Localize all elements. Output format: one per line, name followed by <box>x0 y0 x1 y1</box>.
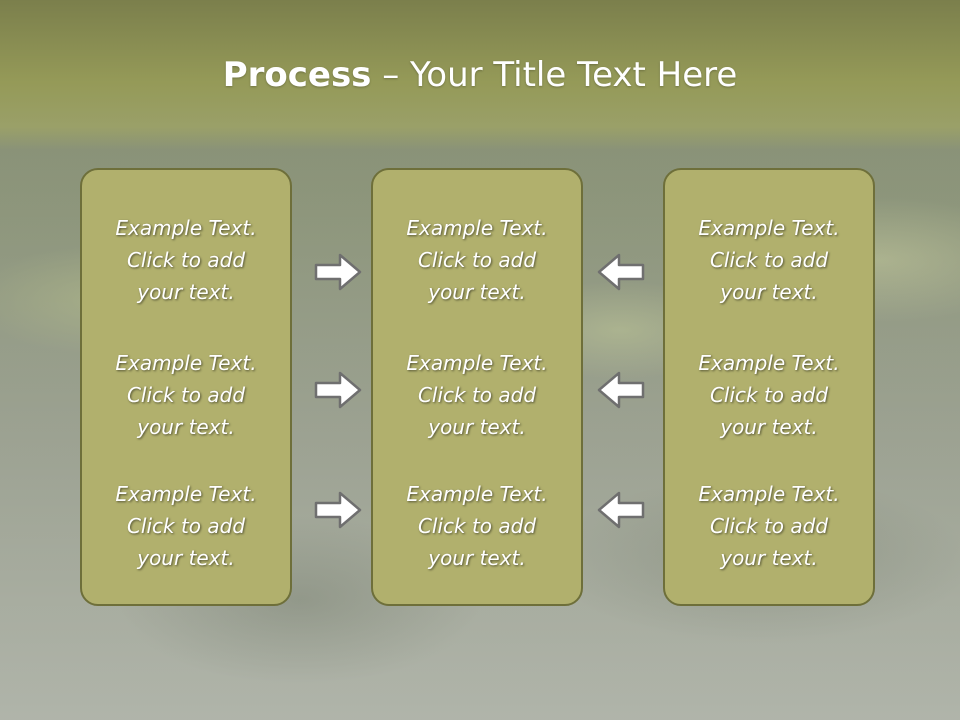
arrow-left-icon <box>597 253 645 291</box>
title-rest: – Your Title Text Here <box>371 55 738 95</box>
text-placeholder[interactable]: Example Text. Click to add your text. <box>406 351 548 439</box>
text-placeholder[interactable]: Example Text. Click to add your text. <box>406 216 548 304</box>
text-placeholder[interactable]: Example Text. Click to add your text. <box>698 482 840 570</box>
text-placeholder[interactable]: Example Text. Click to add your text. <box>115 351 257 439</box>
title-band <box>0 0 960 150</box>
text-placeholder[interactable]: Example Text. Click to add your text. <box>698 351 840 439</box>
arrow-right-icon <box>314 371 362 409</box>
text-placeholder[interactable]: Example Text. Click to add your text. <box>115 216 257 304</box>
arrow-right-icon <box>314 491 362 529</box>
process-box-middle[interactable]: Example Text. Click to add your text. Ex… <box>371 168 583 606</box>
arrow-left-icon <box>597 371 645 409</box>
process-box-right[interactable]: Example Text. Click to add your text. Ex… <box>663 168 875 606</box>
arrow-left-icon <box>597 491 645 529</box>
text-placeholder[interactable]: Example Text. Click to add your text. <box>406 482 548 570</box>
arrow-right-icon <box>314 253 362 291</box>
slide-title[interactable]: Process – Your Title Text Here <box>0 52 960 98</box>
process-box-left[interactable]: Example Text. Click to add your text. Ex… <box>80 168 292 606</box>
text-placeholder[interactable]: Example Text. Click to add your text. <box>698 216 840 304</box>
title-bold: Process <box>222 55 372 95</box>
text-placeholder[interactable]: Example Text. Click to add your text. <box>115 482 257 570</box>
